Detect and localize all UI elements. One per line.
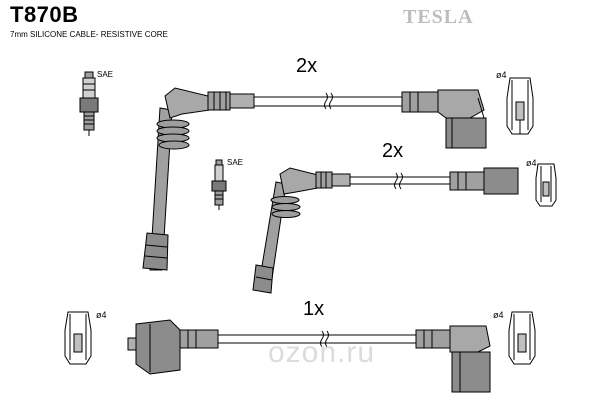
cable-set-3 [64,311,536,393]
terminal-diameter-label-2: ø4 [526,158,537,168]
medium-straight-boot [252,167,351,294]
terminal-diameter-label-3: ø4 [96,310,107,320]
right-angle-boot-bottom [415,325,491,393]
page-subtitle: 7mm SILICONE CABLE- RESISTIVE CORE [10,30,168,39]
cable-set-1 [142,77,534,271]
spark-plug-large [79,71,99,136]
terminal-detail-1 [506,77,534,135]
left-terminal-detail [64,311,92,365]
terminal-diameter-label-1: ø4 [496,70,507,80]
cable-set-2 [252,163,557,294]
long-straight-boot [142,87,255,271]
quantity-label-3: 1x [303,298,325,320]
brand-logo: TESLA [403,6,474,28]
terminal-detail-2 [535,163,557,207]
page-title: T870B [10,2,79,27]
plug-label-small: SAE [227,158,244,167]
spark-plug-small [211,159,227,210]
right-angle-boot [401,89,487,149]
quantity-label-2: 2x [382,140,404,162]
terminal-diameter-label-4: ø4 [493,310,504,320]
watermark: ozon.ru [268,336,376,369]
right-terminal-detail [508,311,536,365]
left-angle-boot [127,319,219,375]
plug-label-large: SAE [97,70,114,79]
straight-end-boot [449,167,519,195]
quantity-label-1: 2x [296,55,318,77]
